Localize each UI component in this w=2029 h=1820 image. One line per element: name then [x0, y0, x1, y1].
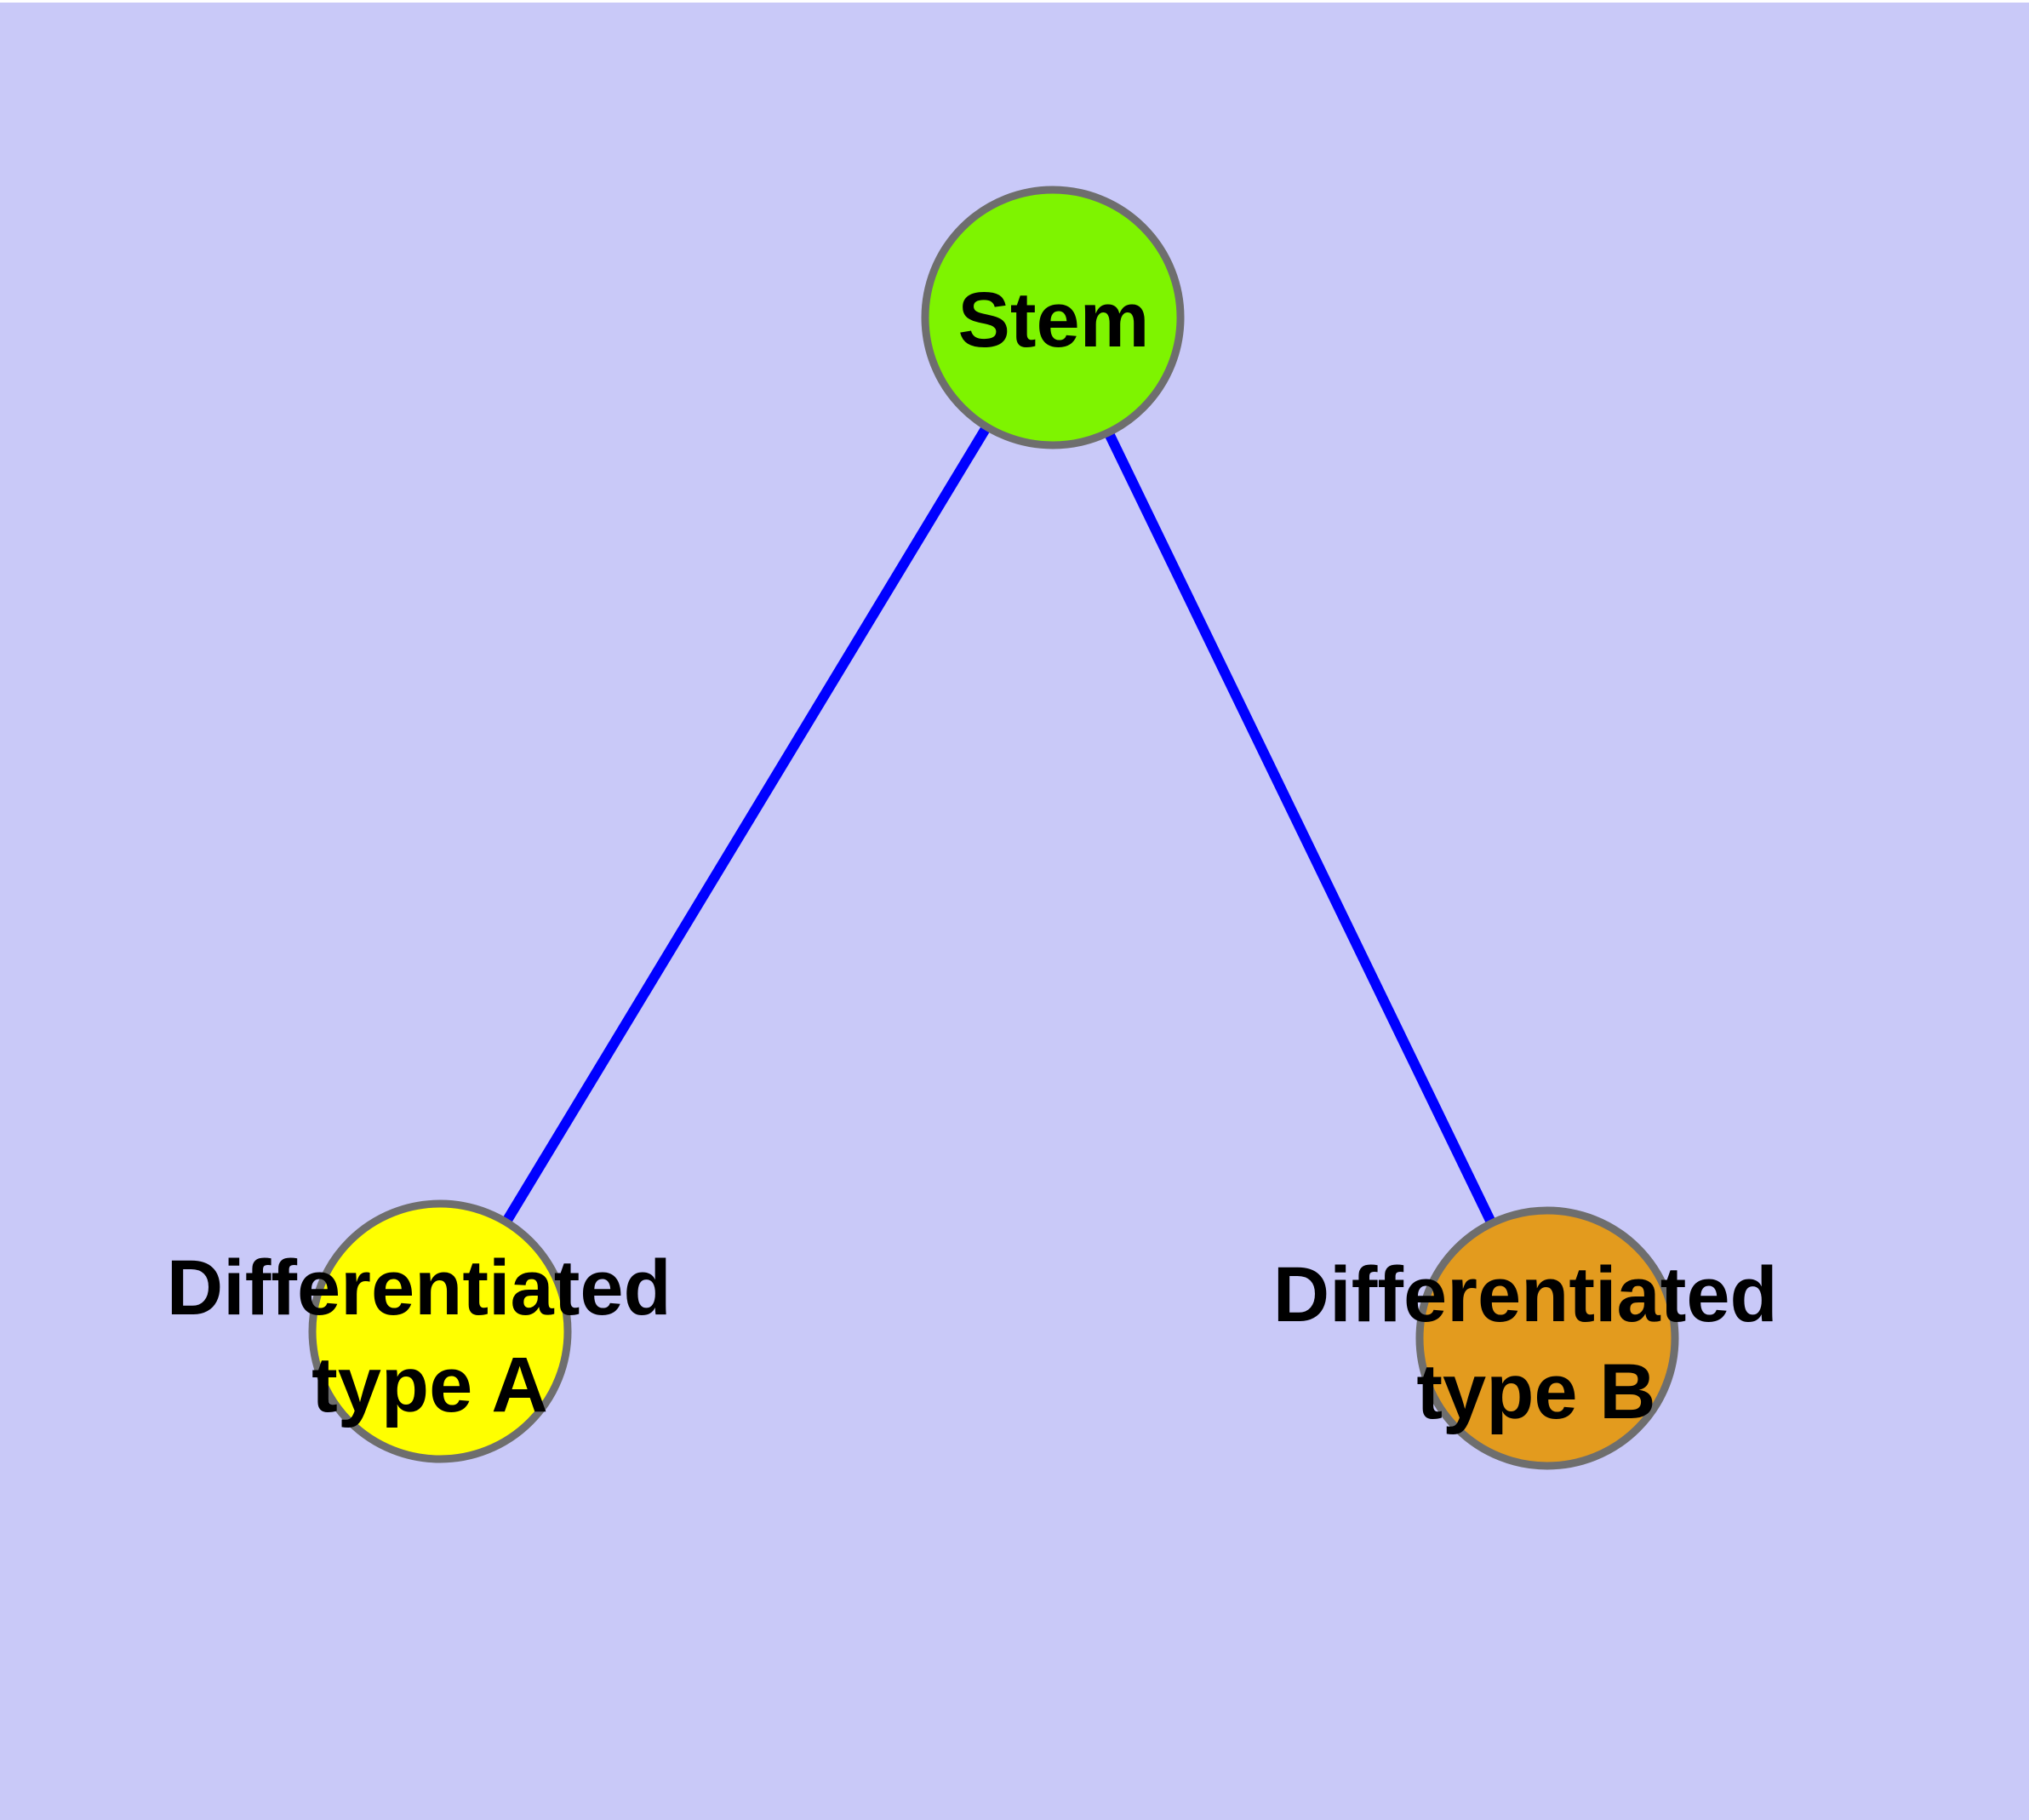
- node-type-b-label-line1: Differentiated: [1273, 1251, 1778, 1338]
- node-type-b-label-line2: type B: [1416, 1348, 1655, 1435]
- node-stem: [921, 186, 1185, 449]
- node-type-a-label-line2: type A: [311, 1342, 548, 1428]
- edge-stem-to-type-a: [435, 314, 1058, 1335]
- node-differentiated-type-b: [1415, 1206, 1679, 1470]
- node-type-a-label: Differentiated type A: [167, 1245, 694, 1428]
- node-type-b-label: Differentiated type B: [1273, 1251, 1800, 1435]
- node-differentiated-type-a: [308, 1199, 572, 1463]
- edge-stem-to-type-b: [1048, 315, 1552, 1341]
- node-type-a-label-line1: Differentiated: [167, 1245, 672, 1331]
- node-stem-label: Stem: [958, 277, 1150, 363]
